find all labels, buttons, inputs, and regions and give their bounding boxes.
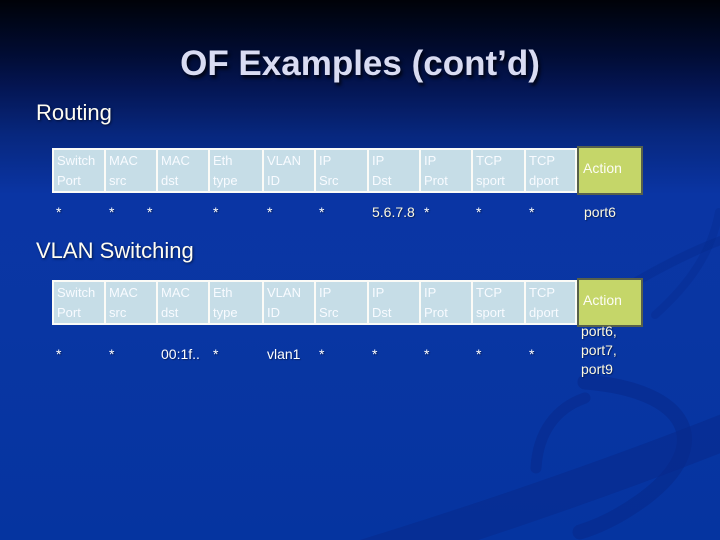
data-cell: *: [476, 346, 482, 362]
action-header-cell: Action: [577, 146, 643, 195]
action-value-cell: port6: [584, 204, 616, 220]
page-title: OF Examples (cont’d): [180, 44, 540, 83]
data-cell: *: [213, 346, 219, 362]
data-cell: *: [213, 204, 219, 220]
data-cell-mac-dst-value: 00:1f..: [161, 346, 200, 362]
header-cell-ip-src: IP Src: [315, 280, 368, 325]
vlan-table-data-row: * * 00:1f.. * vlan1 * * * * *: [52, 346, 577, 362]
routing-table-data-row: * * * * * * 5.6.7.8 * * * port6: [52, 204, 643, 220]
header-cell-mac-dst: MAC dst: [157, 280, 209, 325]
routing-section-label: Routing: [36, 100, 112, 125]
header-cell-ip-prot: IP Prot: [420, 148, 472, 193]
data-cell: *: [319, 346, 325, 362]
header-cell-ip-prot: IP Prot: [420, 280, 472, 325]
vlan-section-label: VLAN Switching: [36, 238, 194, 263]
header-cell-tcp-dport: TCP dport: [525, 148, 577, 193]
data-cell: *: [147, 204, 153, 220]
header-cell-tcp-dport: TCP dport: [525, 280, 577, 325]
data-cell: *: [424, 346, 430, 362]
vlan-action-value: port6, port7, port9: [581, 323, 617, 377]
data-cell-ip-dst-value: 5.6.7.8: [372, 204, 415, 220]
data-cell: *: [109, 346, 115, 362]
data-cell: *: [319, 204, 325, 220]
header-cell-tcp-sport: TCP sport: [472, 148, 525, 193]
data-cell: *: [109, 204, 115, 220]
header-cell-ip-src: IP Src: [315, 148, 368, 193]
header-cell-mac-dst: MAC dst: [157, 148, 209, 193]
header-cell-mac-src: MAC src: [105, 280, 157, 325]
vlan-table-header-row: Switch Port MAC src MAC dst Eth type VLA…: [52, 278, 643, 327]
data-cell: *: [476, 204, 482, 220]
header-cell-vlan-id: VLAN ID: [263, 280, 315, 325]
data-cell: *: [56, 346, 62, 362]
header-cell-tcp-sport: TCP sport: [472, 280, 525, 325]
header-cell-eth-type: Eth type: [209, 148, 263, 193]
header-cell-ip-dst: IP Dst: [368, 148, 420, 193]
header-cell-switch-port: Switch Port: [52, 148, 105, 193]
data-cell: *: [424, 204, 430, 220]
header-cell-eth-type: Eth type: [209, 280, 263, 325]
data-cell: *: [529, 346, 535, 362]
data-cell: *: [529, 204, 535, 220]
data-cell: *: [56, 204, 62, 220]
action-header-cell: Action: [577, 278, 643, 327]
header-cell-vlan-id: VLAN ID: [263, 148, 315, 193]
routing-table-header-row: Switch Port MAC src MAC dst Eth type VLA…: [52, 146, 643, 195]
header-cell-switch-port: Switch Port: [52, 280, 105, 325]
data-cell: *: [372, 346, 378, 362]
data-cell: *: [267, 204, 273, 220]
header-cell-mac-src: MAC src: [105, 148, 157, 193]
header-cell-ip-dst: IP Dst: [368, 280, 420, 325]
data-cell-vlan-id-value: vlan1: [267, 346, 301, 362]
